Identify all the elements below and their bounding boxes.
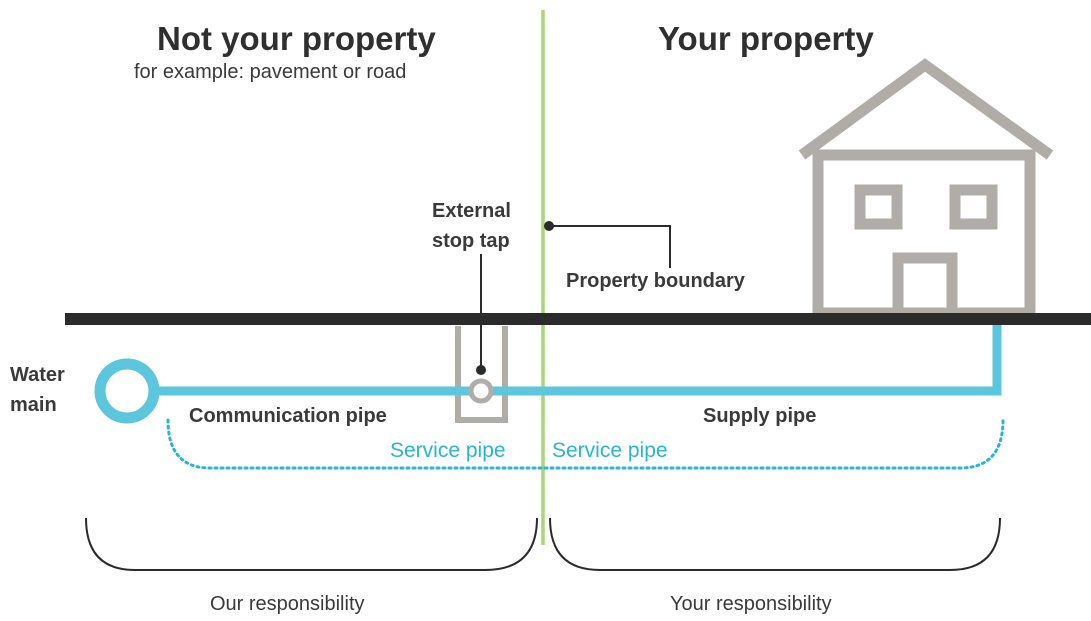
supply-pipe-label: Supply pipe <box>703 405 817 427</box>
water-pipe <box>150 325 1002 396</box>
communication-pipe-label: Communication pipe <box>189 405 387 427</box>
your-responsibility-label: Your responsibility <box>670 593 832 615</box>
stop-tap-pointer-dot <box>476 365 486 375</box>
stop-tap-chamber <box>455 326 508 423</box>
house-window-left <box>854 184 903 230</box>
left-title: Not your property <box>157 20 436 57</box>
water-main-label: Water main <box>10 364 65 416</box>
stop-tap-icon <box>468 378 494 404</box>
house-icon <box>798 58 1054 319</box>
our-responsibility-bracket <box>85 517 538 571</box>
property-boundary-label: Property boundary <box>566 270 745 292</box>
our-responsibility-label: Our responsibility <box>210 593 365 615</box>
service-pipe-right-label: Service pipe <box>552 439 668 462</box>
external-stop-tap-label: External stop tap <box>432 200 511 252</box>
boundary-pointer-line <box>549 225 671 268</box>
service-pipe-bracket <box>166 418 1005 470</box>
your-responsibility-bracket <box>549 517 1001 571</box>
service-pipe-left-label: Service pipe <box>390 439 506 462</box>
house-window-right <box>949 184 998 230</box>
water-main-ring-icon <box>94 358 160 424</box>
house-roof <box>798 58 1054 160</box>
right-title: Your property <box>658 20 874 57</box>
house-body <box>812 149 1036 319</box>
house-door <box>892 252 958 313</box>
left-subtitle: for example: pavement or road <box>134 61 407 83</box>
